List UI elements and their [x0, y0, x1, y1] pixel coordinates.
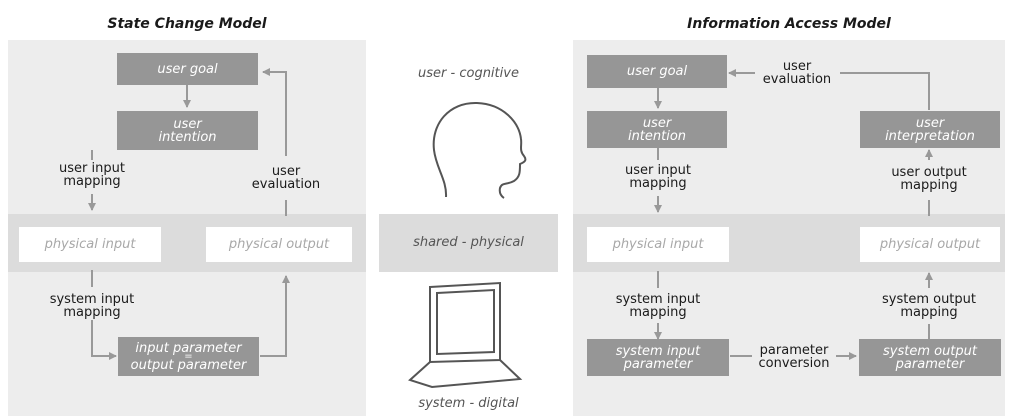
digital-caption: system - digital — [418, 396, 519, 411]
right-physical-input-box: physical input — [587, 227, 729, 262]
physical-caption: shared - physical — [413, 235, 524, 250]
right-user-goal-box: user goal — [587, 55, 727, 88]
cognitive-caption: user - cognitive — [418, 66, 519, 81]
head-icon — [432, 101, 527, 199]
left-user-goal-box: user goal — [117, 53, 258, 85]
right-physical-output-box: physical output — [860, 227, 1000, 262]
left-physical-input-box: physical input — [19, 227, 161, 262]
left-title: State Change Model — [107, 16, 267, 32]
laptop-icon — [408, 281, 523, 389]
left-physical-output-box: physical output — [206, 227, 352, 262]
left-parameter-box: input parameter = output parameter — [118, 337, 259, 376]
right-title: Information Access Model — [687, 16, 891, 32]
center-physical-band — [379, 214, 558, 272]
